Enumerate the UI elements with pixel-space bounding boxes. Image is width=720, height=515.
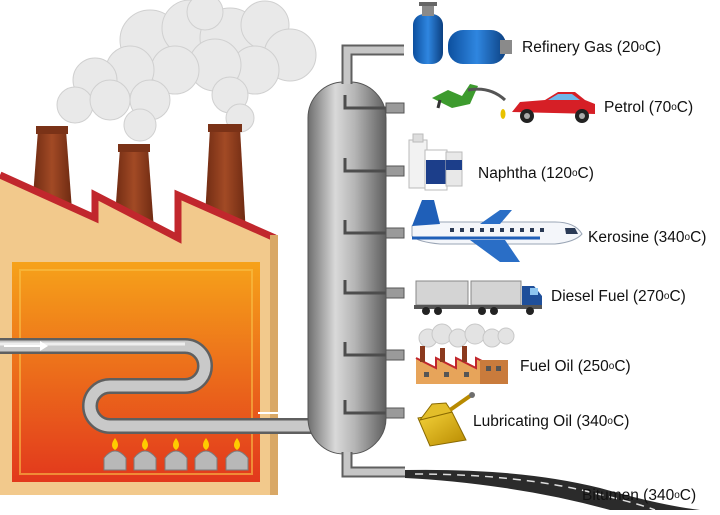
degree-symbol: o xyxy=(671,102,677,113)
degree-symbol: o xyxy=(571,168,578,179)
product-temp: 20 xyxy=(621,39,640,56)
temp-unit: C xyxy=(612,413,625,430)
burner xyxy=(133,438,157,471)
flow-arrow-in xyxy=(4,341,48,351)
product-name: Naphtha xyxy=(478,165,537,182)
truck-icon xyxy=(414,280,542,315)
product-temp: 340 xyxy=(658,229,685,246)
product-temp: 340 xyxy=(581,413,608,430)
product-name: Diesel Fuel xyxy=(551,288,629,305)
product-temp: 250 xyxy=(582,358,609,375)
gas-cylinder-icon xyxy=(413,2,512,64)
product-temp: 120 xyxy=(546,165,572,182)
fuel-nozzle-icon xyxy=(432,84,507,119)
product-name: Fuel Oil xyxy=(520,358,574,375)
furnace xyxy=(12,262,260,482)
product-temp: 270 xyxy=(638,288,664,305)
sports-car-icon xyxy=(512,92,595,123)
label-naphtha: Naphtha (120oC) xyxy=(478,165,594,182)
label-bitumen: Bitumen (340oC) xyxy=(582,487,697,504)
heating-pipe xyxy=(0,338,320,434)
degree-symbol: o xyxy=(639,42,645,53)
label-refinery-gas: Refinery Gas (20oC) xyxy=(522,39,662,56)
product-name: Kerosine xyxy=(588,229,650,246)
product-name: Petrol xyxy=(604,99,645,116)
temp-unit: C xyxy=(577,165,589,182)
label-kerosine: Kerosine (340oC) xyxy=(588,229,707,246)
label-fuel-oil: Fuel Oil (250oC) xyxy=(520,358,631,375)
temp-unit: C xyxy=(690,229,702,246)
factory-icon xyxy=(415,323,515,384)
temp-unit: C xyxy=(614,358,626,375)
fractionating-column xyxy=(307,44,405,478)
temp-unit: C xyxy=(669,288,681,305)
temp-unit: C xyxy=(676,99,688,116)
temp-unit: C xyxy=(679,487,691,504)
degree-symbol: o xyxy=(608,361,615,372)
naphtha-bottles-icon xyxy=(408,133,463,191)
degree-symbol: o xyxy=(674,490,680,501)
label-petrol: Petrol (70oC) xyxy=(604,99,694,116)
airplane-icon xyxy=(411,200,583,262)
smoke-clouds xyxy=(56,0,317,142)
label-diesel-fuel: Diesel Fuel (270oC) xyxy=(551,288,686,305)
product-name: Lubricating Oil xyxy=(473,413,573,430)
degree-symbol: o xyxy=(663,291,670,302)
burners xyxy=(103,438,249,471)
oil-can-icon xyxy=(417,392,475,447)
label-lubricating-oil: Lubricating Oil (340oC) xyxy=(473,413,630,430)
degree-symbol: o xyxy=(684,232,691,243)
degree-symbol: o xyxy=(607,416,613,427)
product-temp: 70 xyxy=(653,99,672,116)
product-temp: 340 xyxy=(648,487,675,504)
temp-unit: C xyxy=(644,39,656,56)
burner xyxy=(103,438,127,471)
flow-arrow-out xyxy=(258,408,302,418)
burner xyxy=(194,438,218,471)
product-name: Refinery Gas xyxy=(522,39,613,56)
factory xyxy=(0,124,278,495)
product-name: Bitumen xyxy=(582,487,639,504)
chimney-1 xyxy=(32,130,72,210)
burner xyxy=(164,438,188,471)
road-icon xyxy=(405,469,700,511)
burner xyxy=(225,438,249,471)
factory-roof xyxy=(0,171,277,244)
